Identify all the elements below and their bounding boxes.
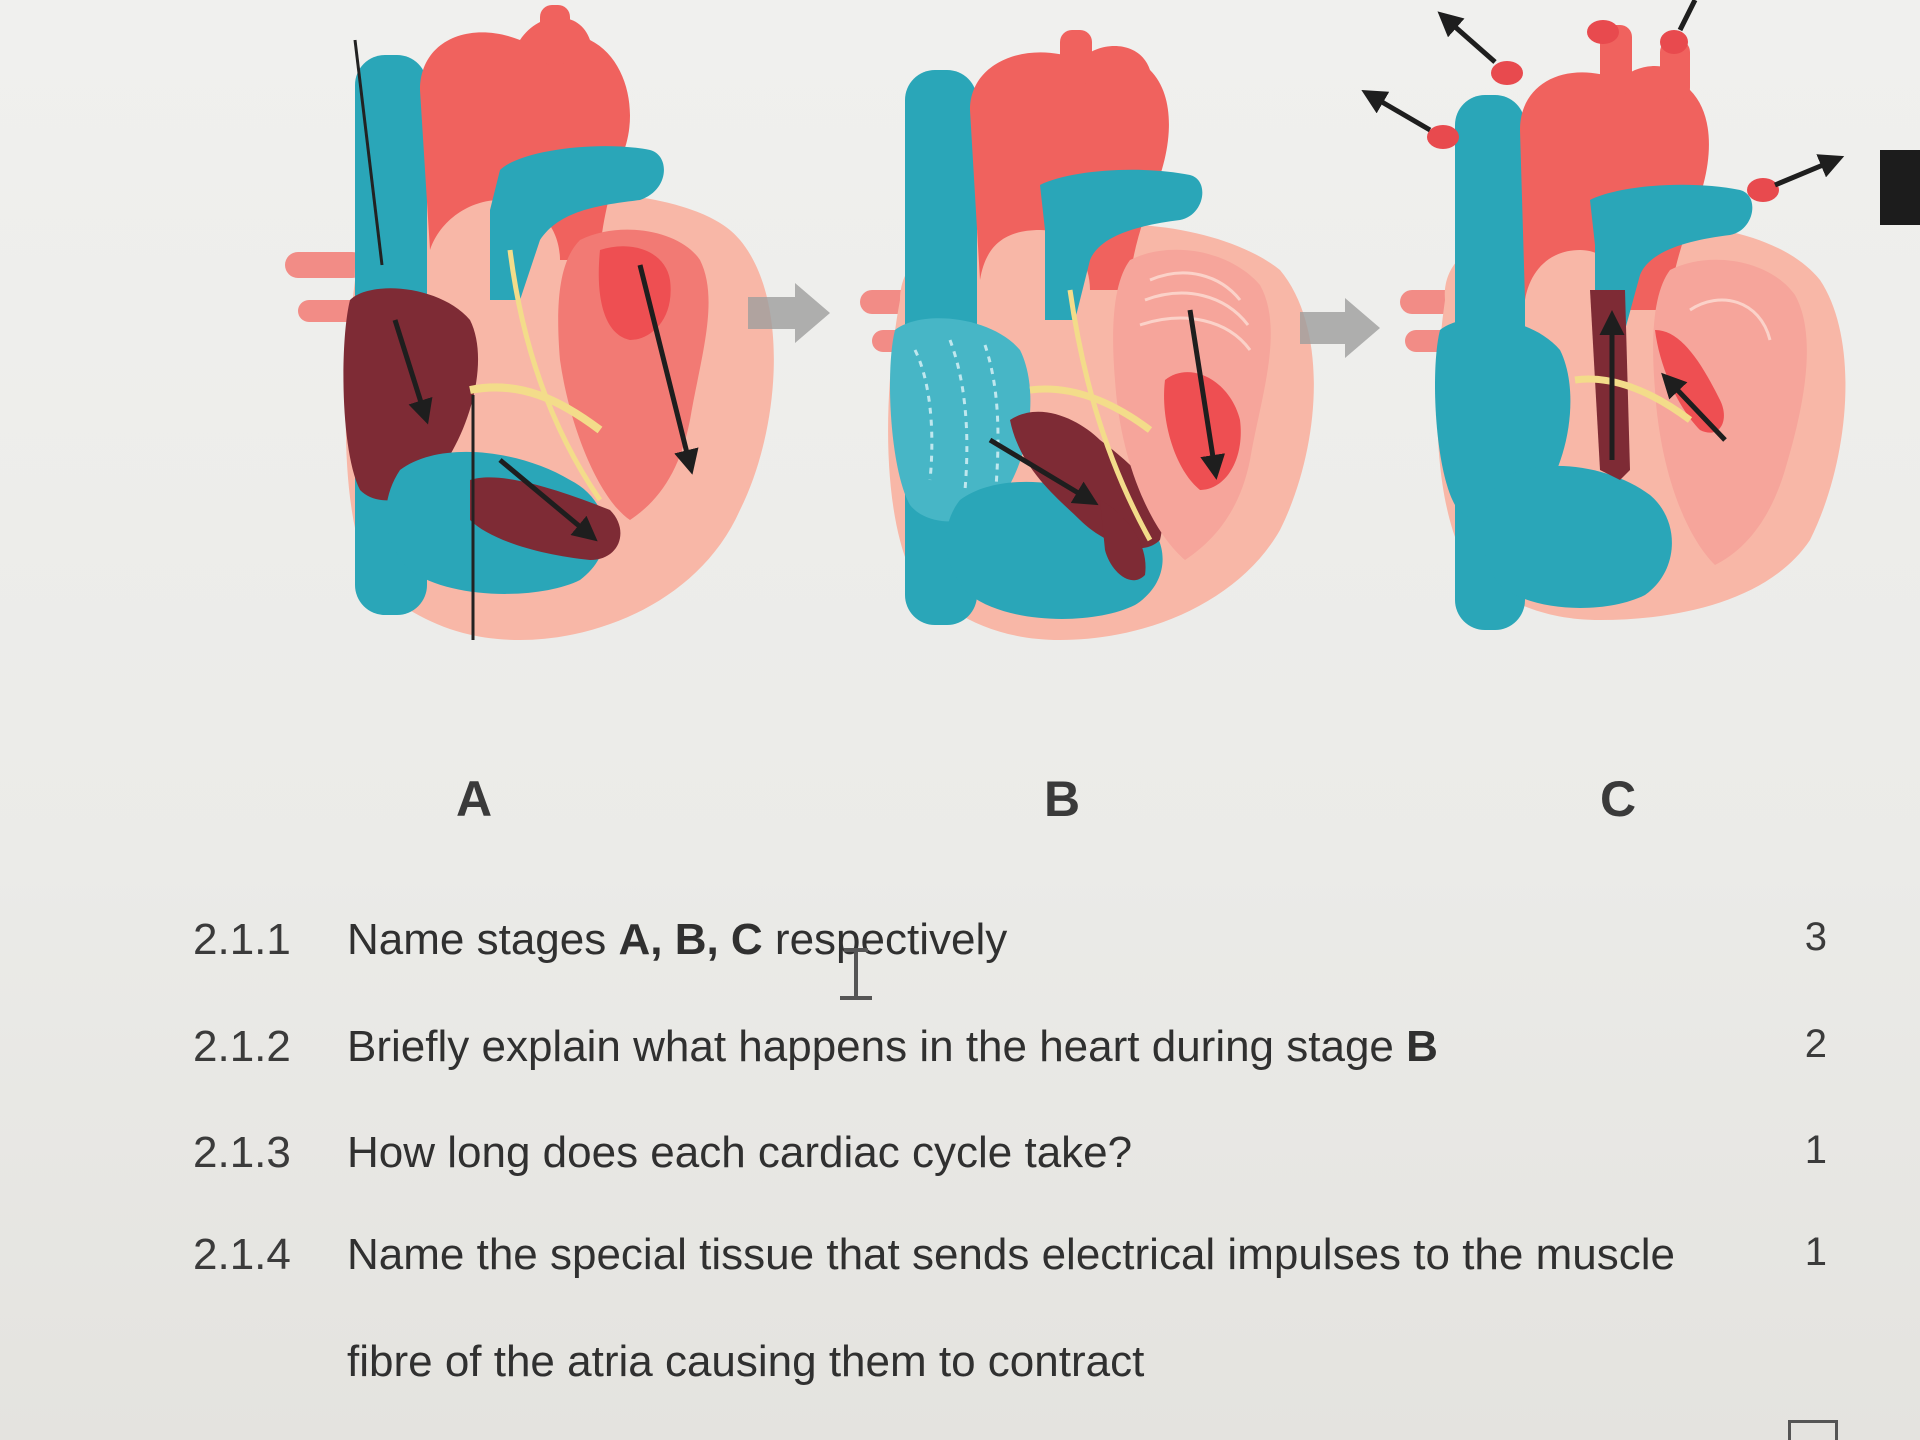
question-row: 2.1.3 How long does each cardiac cycle t… — [0, 1128, 1920, 1188]
stage-label-c: C — [1600, 771, 1637, 827]
question-marks: 1 — [1804, 1230, 1827, 1274]
heart-stage-a — [285, 5, 774, 640]
total-marks-box — [1788, 1420, 1838, 1440]
question-text: Briefly explain what happens in the hear… — [347, 1022, 1438, 1071]
question-number: 2.1.2 — [193, 1022, 291, 1071]
question-marks: 3 — [1804, 915, 1827, 959]
arrow-right-icon — [1300, 298, 1380, 358]
cardiac-cycle-diagram — [285, 0, 1846, 641]
question-number: 2.1.3 — [193, 1128, 291, 1177]
question-number: 2.1.1 — [193, 915, 291, 964]
question-row: 2.1.1 Name stages A, B, C respectively 3 — [0, 915, 1920, 975]
question-continuation: fibre of the atria causing them to contr… — [0, 1337, 1920, 1397]
heart-stage-c — [1361, 0, 1846, 630]
screen-edge — [1880, 150, 1920, 225]
heart-stage-b — [860, 30, 1314, 641]
question-row: 2.1.2 Briefly explain what happens in th… — [0, 1022, 1920, 1082]
question-text: Name stages A, B, C respectively — [347, 915, 1008, 964]
stage-label-b: B — [1044, 771, 1081, 827]
question-text: Name the special tissue that sends elect… — [347, 1230, 1675, 1279]
question-number: 2.1.4 — [193, 1230, 291, 1279]
question-marks: 1 — [1804, 1128, 1827, 1172]
stage-label-a: A — [456, 771, 493, 827]
arrow-right-icon — [748, 283, 830, 343]
question-text-continued: fibre of the atria causing them to contr… — [347, 1337, 1145, 1386]
text-cursor-icon — [840, 948, 872, 1000]
question-row: 2.1.4 Name the special tissue that sends… — [0, 1230, 1920, 1290]
question-marks: 2 — [1804, 1022, 1827, 1066]
question-text: How long does each cardiac cycle take? — [347, 1128, 1133, 1177]
